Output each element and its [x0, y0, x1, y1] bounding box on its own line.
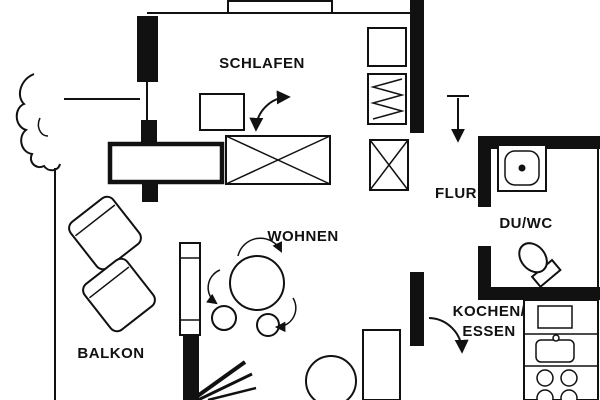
label-duwc: DU/WC: [499, 215, 552, 232]
wall-chimney: [137, 16, 158, 82]
label-kochen: KOCHEN/: [453, 303, 526, 320]
shower: [497, 144, 547, 192]
radiator-zigzag-icon: [370, 78, 405, 120]
plant-sketch: [15, 73, 61, 172]
toilet: [518, 242, 562, 289]
worktop: [537, 305, 573, 329]
wall-duwc-left-lower: [478, 246, 491, 300]
plant-sketch-inner: [37, 117, 49, 137]
stove-burners: [536, 369, 578, 400]
interior-walls: [137, 0, 600, 400]
wall-left-stub-lower: [142, 183, 158, 202]
faucet-icon: [552, 334, 560, 342]
lounge-chair-1: [68, 195, 142, 271]
swivel-arc-right-icon: [274, 297, 297, 333]
dresser: [199, 93, 245, 131]
label-wohnen: WOHNEN: [267, 228, 338, 245]
round-table: [229, 255, 285, 311]
wardrobe-crossed: [225, 135, 331, 185]
shower-drain-icon: [518, 164, 526, 172]
kitchen-door-arc-icon: [428, 317, 469, 354]
balcony-door-window: [179, 242, 201, 336]
sideboard: [107, 141, 225, 185]
schlafen-furniture: [107, 27, 409, 191]
chair-circle-1: [211, 305, 237, 331]
shelf: [367, 27, 407, 67]
wall-left-stub-upper: [141, 120, 157, 143]
wall-right-lower: [410, 272, 424, 346]
wall-duwc-left-upper: [478, 149, 491, 207]
lounge-chair-2: [82, 257, 156, 333]
chair-circle-2: [256, 313, 280, 337]
label-essen: ESSEN: [462, 323, 515, 340]
exterior-walls: [15, 0, 599, 400]
wall-balcony-lower: [183, 333, 199, 400]
label-schlafen: SCHLAFEN: [219, 55, 305, 72]
swivel-arc-top-icon: [237, 237, 282, 257]
balcony-furniture: [68, 195, 257, 400]
label-flur: FLUR: [435, 185, 477, 202]
kitchen-fixtures: [428, 299, 599, 400]
wall-duwc-bottom: [478, 287, 600, 300]
room-labels: SCHLAFEN FLUR DU/WC WOHNEN BALKON KOCHEN…: [77, 55, 552, 362]
round-table-small: [305, 355, 357, 400]
wohnen-furniture: [206, 237, 401, 400]
door-swing-arc-icon: [249, 90, 291, 132]
side-counter: [362, 329, 401, 400]
top-window: [227, 0, 333, 14]
radiator: [367, 73, 407, 125]
sink: [535, 339, 575, 363]
wall-right-upper: [410, 0, 424, 133]
shaft-crossed: [369, 139, 409, 191]
flur-elements: [447, 95, 469, 143]
swivel-arc-left-icon: [206, 269, 221, 305]
open-door-strokes: [190, 360, 257, 400]
duwc-fixtures: [497, 144, 562, 289]
label-balkon: BALKON: [77, 345, 144, 362]
